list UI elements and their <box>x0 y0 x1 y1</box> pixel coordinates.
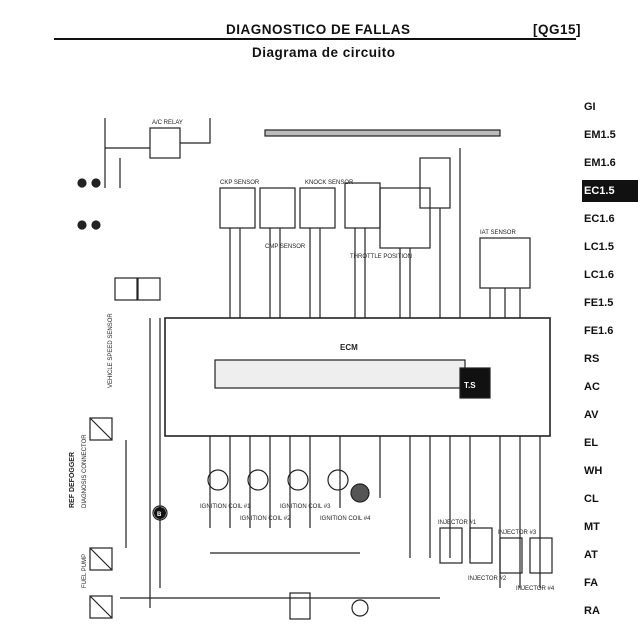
relay-box <box>89 595 113 619</box>
sensor-label-1: CKP SENSOR <box>220 180 260 186</box>
ecm-block <box>164 317 551 437</box>
sensor-box <box>379 187 431 249</box>
tab-ec1-5[interactable]: EC1.5 <box>582 180 638 202</box>
injector-label-4: INJECTOR #4 <box>516 586 555 592</box>
injector-label-3: INJECTOR #3 <box>498 530 537 536</box>
tab-rs[interactable]: RS <box>584 353 600 365</box>
ground-node <box>152 505 168 521</box>
left-wires <box>125 318 161 608</box>
injector-box <box>499 537 523 574</box>
relay-wires <box>104 118 211 188</box>
injector-box <box>439 527 463 564</box>
ground-letter: B <box>157 512 162 518</box>
tab-em1-6[interactable]: EM1.6 <box>584 157 616 169</box>
page-header: DIAGNOSTICO DE FALLAS [QG15] Diagrama de… <box>0 0 638 64</box>
ecm-connector <box>214 359 466 389</box>
sensor-label-5: IAT SENSOR <box>480 230 516 236</box>
tab-av[interactable]: AV <box>584 409 599 421</box>
sensor-box <box>344 182 381 229</box>
relay-label: A/C RELAY <box>152 120 183 126</box>
tab-ac[interactable]: AC <box>584 381 600 393</box>
section-code: [QG15] <box>533 22 582 37</box>
signal-wires <box>229 148 521 318</box>
device-crosses <box>89 417 113 619</box>
tab-gi[interactable]: GI <box>584 101 596 113</box>
tab-lc1-6[interactable]: LC1.6 <box>584 269 614 281</box>
left-label-2: DIAGNOSIS CONNECTOR <box>82 434 88 508</box>
header-rule <box>54 38 576 40</box>
ecm-label: ECM <box>340 343 358 352</box>
tab-wh[interactable]: WH <box>584 465 603 477</box>
ts-label: T.S <box>464 381 476 390</box>
ignition-coil-3 <box>287 469 309 491</box>
tab-el[interactable]: EL <box>584 437 599 449</box>
tab-ec1-6[interactable]: EC1.6 <box>584 213 615 225</box>
injector-label-2: INJECTOR #2 <box>468 576 507 582</box>
injector-label-1: INJECTOR #1 <box>438 520 477 526</box>
tab-em1-5[interactable]: EM1.5 <box>584 129 616 141</box>
speed-sensor-box <box>114 277 138 301</box>
joint-connector-bar <box>264 129 501 137</box>
page-subtitle: Diagrama de circuito <box>252 45 396 60</box>
motor-symbol <box>351 599 369 617</box>
control-unit-box <box>479 237 531 289</box>
ac-switch-box <box>419 157 451 209</box>
meter-box <box>137 277 161 301</box>
circuit-diagram: T.S ECM A/C RELAY B CKP SENSOR CMP SENSO… <box>60 88 560 630</box>
sensor-label-3: KNOCK SENSOR <box>305 180 354 186</box>
ground-bus <box>120 552 440 599</box>
tab-ra[interactable]: RA <box>584 605 600 617</box>
coil-label-3: IGNITION COIL #3 <box>280 504 331 510</box>
fuse-box <box>289 592 311 620</box>
tab-at[interactable]: AT <box>584 549 598 561</box>
notice-label: REF DEFOGGER <box>69 452 76 508</box>
tab-mt[interactable]: MT <box>584 521 600 533</box>
injector-box <box>469 527 493 564</box>
coil-label-4: IGNITION COIL #4 <box>320 516 371 522</box>
tab-cl[interactable]: CL <box>584 493 599 505</box>
diagnosis-box <box>89 417 113 441</box>
sensor-label-2: CMP SENSOR <box>265 244 306 250</box>
tab-fe1-6[interactable]: FE1.6 <box>584 325 614 337</box>
ground-disc <box>154 507 166 519</box>
sensor-label-4: THROTTLE POSITION <box>350 254 412 260</box>
left-label-3: FUEL PUMP <box>82 554 88 588</box>
ignition-coil-2 <box>247 469 269 491</box>
egr-solenoid <box>350 483 370 503</box>
ac-relay-box <box>149 127 181 159</box>
ignition-coil-4 <box>327 469 349 491</box>
connector-node <box>77 178 87 188</box>
connector-node <box>91 178 101 188</box>
sensor-box <box>219 187 256 229</box>
circuit-diagram-svg: T.S ECM A/C RELAY B CKP SENSOR CMP SENSO… <box>69 118 555 620</box>
page-title: DIAGNOSTICO DE FALLAS <box>226 22 411 37</box>
fuel-pump-box <box>89 547 113 571</box>
left-label-1: VEHICLE SPEED SENSOR <box>108 313 114 388</box>
ignition-coil-1 <box>207 469 229 491</box>
sensor-box <box>299 187 336 229</box>
tab-lc1-5[interactable]: LC1.5 <box>584 241 614 253</box>
connector-node <box>91 220 101 230</box>
tab-fe1-5[interactable]: FE1.5 <box>584 297 614 309</box>
output-wires <box>209 436 541 588</box>
coil-label-1: IGNITION COIL #1 <box>200 504 251 510</box>
connector-node <box>77 220 87 230</box>
tab-fa[interactable]: FA <box>584 577 599 589</box>
ts-logo <box>459 367 491 399</box>
sensor-box <box>259 187 296 229</box>
coil-label-2: IGNITION COIL #2 <box>240 516 291 522</box>
injector-box <box>529 537 553 574</box>
